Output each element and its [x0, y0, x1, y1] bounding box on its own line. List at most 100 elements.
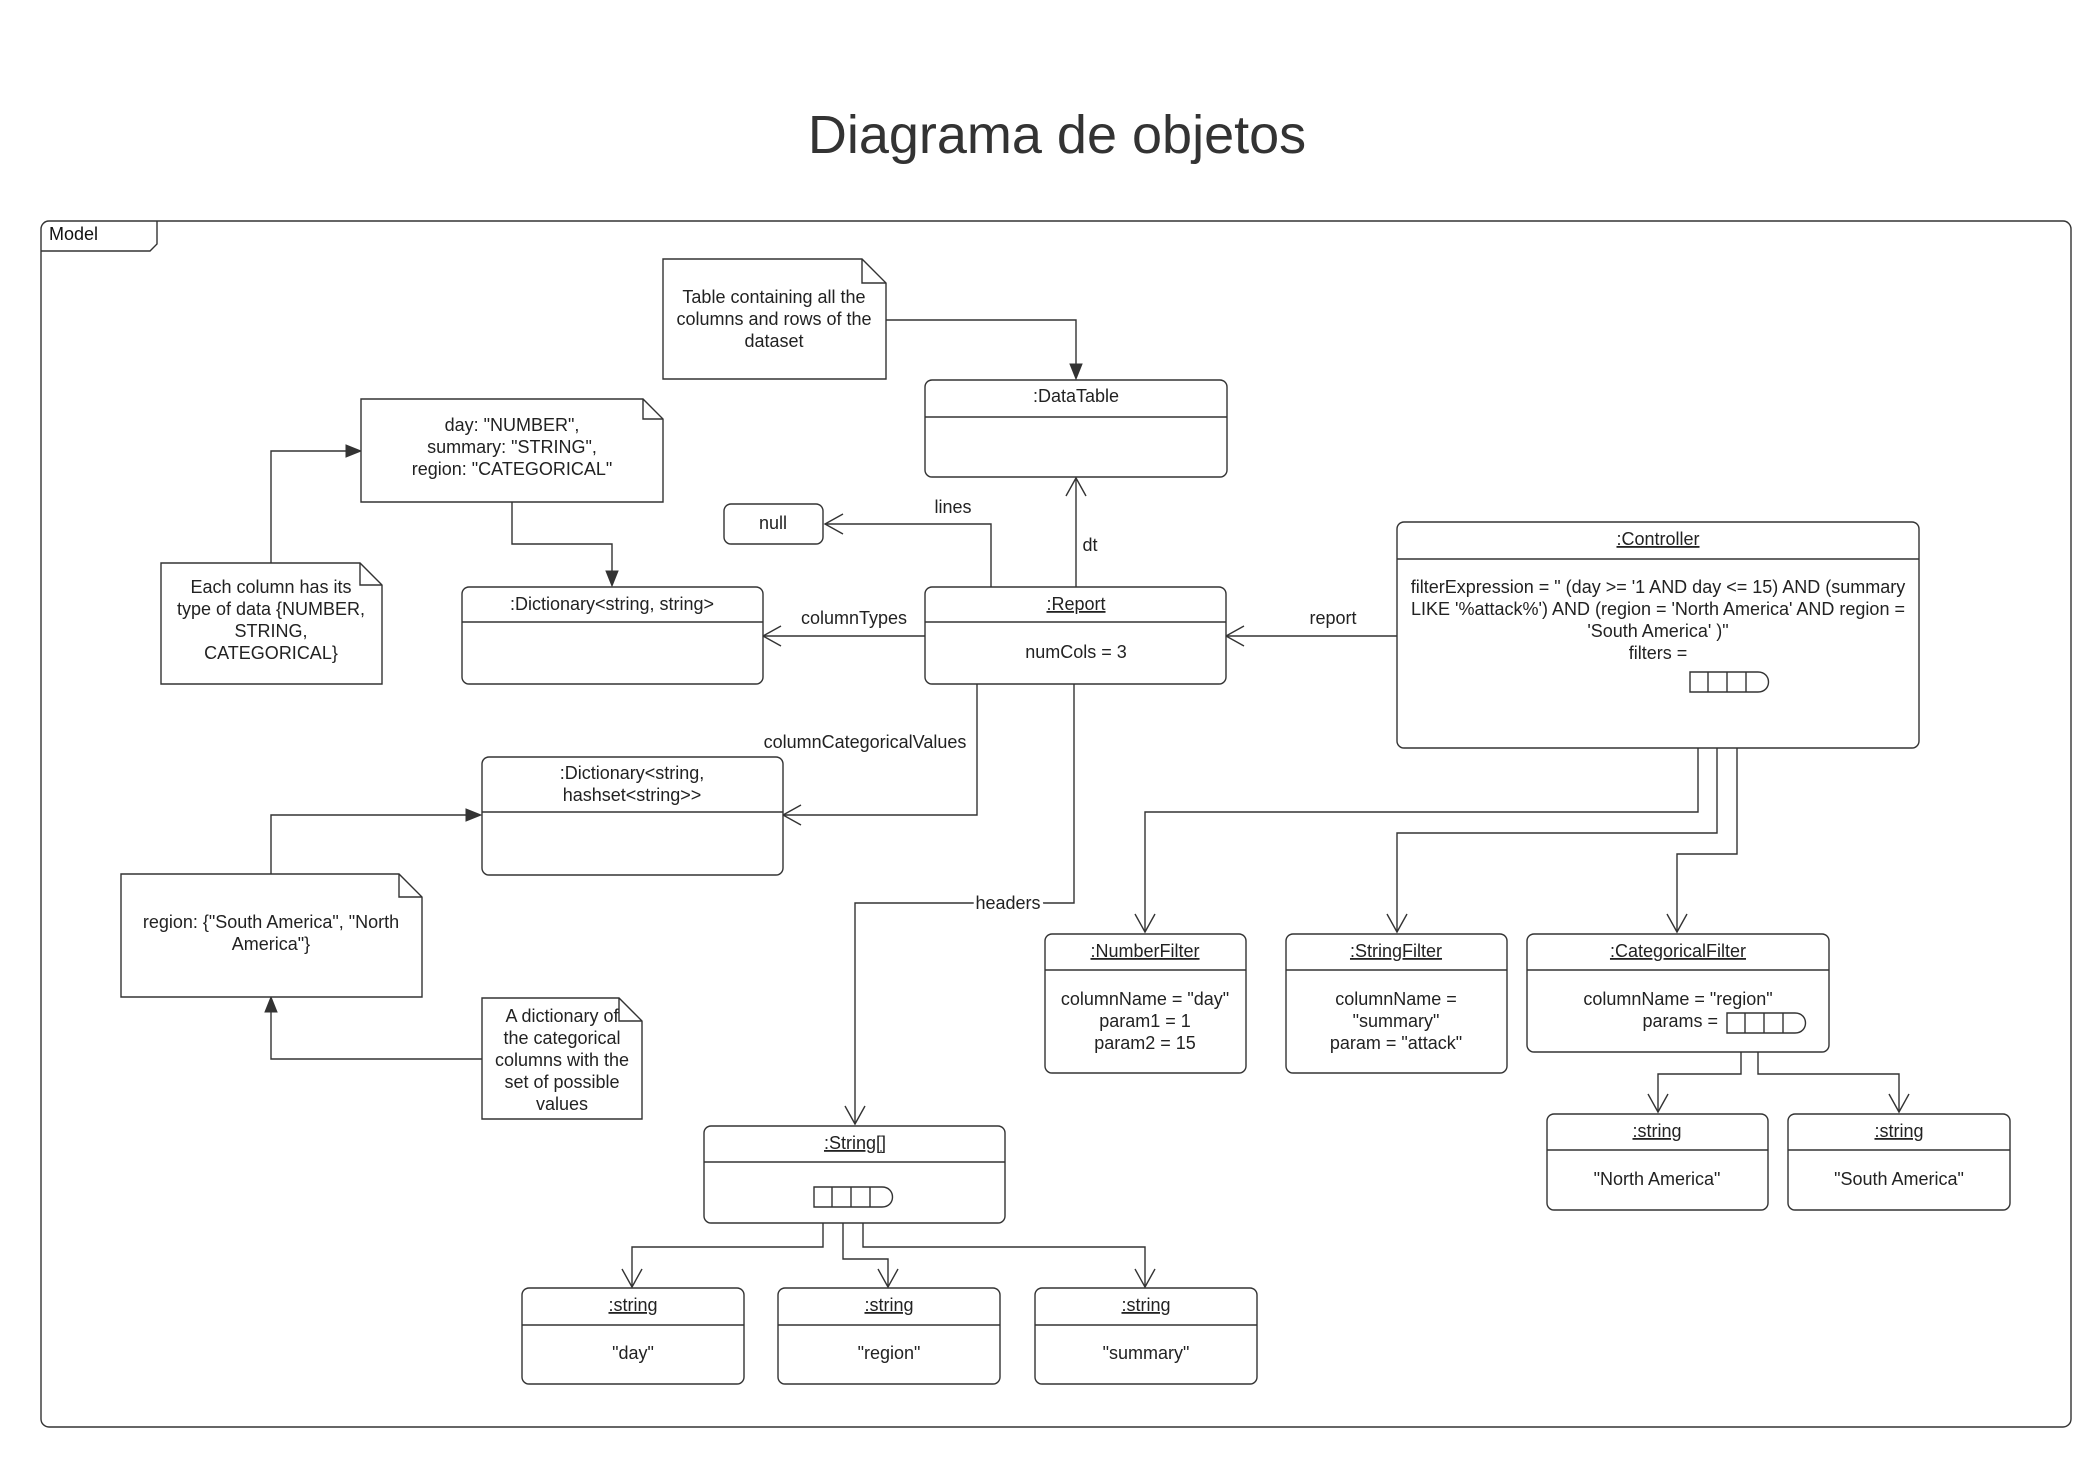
- note-region-line-1: region: {"South America", "North: [143, 912, 399, 932]
- note-dict-line-3: columns with the: [495, 1050, 629, 1070]
- object-number-filter: :NumberFilter columnName = "day" param1 …: [1044, 933, 1247, 1074]
- object-string-south-america-value: "South America": [1834, 1169, 1964, 1189]
- note-dict-line-5: values: [536, 1094, 588, 1114]
- edge-params-to-south-america-arrowhead: [1888, 1093, 1910, 1114]
- edge-types-note-to-dict: [511, 502, 613, 580]
- edge-note-to-datatable-arrowhead: [1069, 363, 1083, 381]
- note-types-line-2: summary: "STRING",: [427, 437, 597, 457]
- edge-label-headers: headers: [975, 893, 1040, 913]
- edge-params-to-north-america: [1657, 1032, 1742, 1112]
- object-report-title: :Report: [1046, 594, 1105, 614]
- edge-label-dt: dt: [1082, 535, 1097, 555]
- number-filter-param2: param2 = 15: [1094, 1033, 1196, 1053]
- object-string-array-title: :String[]: [824, 1133, 886, 1153]
- object-string-north-america-value: "North America": [1594, 1169, 1721, 1189]
- object-string-north-america-title: :string: [1632, 1121, 1681, 1141]
- edge-array-to-region-arrowhead: [877, 1268, 899, 1289]
- note-dict-line-4: set of possible: [504, 1072, 619, 1092]
- edge-lines: [825, 523, 992, 588]
- note-datatable-line-1: Table containing all the: [682, 287, 865, 307]
- edge-filters-to-stringfilter-arrowhead: [1386, 913, 1408, 934]
- note-column-type: Each column has its type of data {NUMBER…: [160, 562, 383, 685]
- object-string-day-value: "day": [612, 1343, 654, 1363]
- object-string-south-america-title: :string: [1874, 1121, 1923, 1141]
- edge-types-note-to-dict-arrowhead: [605, 570, 619, 588]
- note-column-type-line-3: STRING,: [234, 621, 307, 641]
- object-categorical-filter: :CategoricalFilter columnName = "region"…: [1526, 933, 1830, 1053]
- edge-headers-arrowhead: [844, 1105, 866, 1126]
- object-string-day: :string "day": [521, 1287, 745, 1385]
- object-number-filter-title: :NumberFilter: [1090, 941, 1199, 961]
- number-filter-column-name: columnName = "day": [1061, 989, 1229, 1009]
- object-string-region-title: :string: [864, 1295, 913, 1315]
- note-datatable-line-3: dataset: [744, 331, 803, 351]
- edge-headers: [854, 684, 1075, 1124]
- edge-array-to-day-arrowhead: [621, 1268, 643, 1289]
- categorical-filter-params-label: params =: [1642, 1011, 1718, 1031]
- note-column-type-line-4: CATEGORICAL}: [204, 643, 338, 663]
- note-region-line-2: America"}: [232, 934, 310, 954]
- edge-label-column-types: columnTypes: [801, 608, 907, 628]
- object-string-filter: :StringFilter columnName = "summary" par…: [1285, 933, 1508, 1074]
- edge-column-categorical-values: [783, 684, 978, 816]
- edge-note-to-datatable: [886, 319, 1077, 373]
- edge-label-report: report: [1309, 608, 1356, 628]
- edge-filters-to-stringfilter: [1396, 692, 1718, 932]
- controller-filter-expression-line-3: 'South America' )": [1587, 621, 1728, 641]
- object-controller: :Controller filterExpression = " (day >=…: [1396, 521, 1920, 749]
- edge-region-note-to-dict: [270, 814, 475, 874]
- edge-filters-to-categoricalfilter-arrowhead: [1666, 913, 1688, 934]
- edge-params-to-north-america-arrowhead: [1647, 1093, 1669, 1114]
- note-datatable: Table containing all the columns and row…: [662, 258, 887, 380]
- edge-label-column-categorical-values: columnCategoricalValues: [764, 732, 967, 752]
- edge-filters-to-categoricalfilter: [1676, 692, 1738, 932]
- object-dictionary-types: :Dictionary<string, string>: [461, 586, 764, 685]
- note-region-values: region: {"South America", "North America…: [120, 873, 423, 998]
- note-dict-line-2: the categorical: [503, 1028, 620, 1048]
- categorical-filter-column-name: columnName = "region": [1583, 989, 1772, 1009]
- edge-dt-arrowhead: [1065, 476, 1087, 497]
- object-string-summary-title: :string: [1121, 1295, 1170, 1315]
- note-column-types-values: day: "NUMBER", summary: "STRING", region…: [360, 398, 664, 503]
- object-string-north-america: :string "North America": [1546, 1113, 1769, 1211]
- note-types-line-3: region: "CATEGORICAL": [412, 459, 613, 479]
- edge-dict-note-to-region-note-arrowhead: [264, 995, 278, 1013]
- object-dictionary-categorical-title-2: hashset<string>>: [563, 785, 702, 805]
- model-frame-label: Model: [49, 224, 98, 244]
- model-frame-tab: [41, 221, 158, 252]
- object-report-numcols: numCols = 3: [1025, 642, 1127, 662]
- string-filter-column-name-line-2: "summary": [1353, 1011, 1440, 1031]
- edge-array-to-day: [631, 1207, 824, 1287]
- edge-filters-to-numberfilter-arrowhead: [1134, 913, 1156, 934]
- note-dictionary: A dictionary of the categorical columns …: [481, 997, 643, 1120]
- diagram-title: Diagrama de objetos: [808, 105, 1306, 165]
- string-filter-column-name-line-1: columnName =: [1335, 989, 1457, 1009]
- object-dictionary-categorical-title-1: :Dictionary<string,: [560, 763, 705, 783]
- object-string-day-title: :string: [608, 1295, 657, 1315]
- object-string-summary-value: "summary": [1103, 1343, 1190, 1363]
- edge-array-to-summary-arrowhead: [1134, 1268, 1156, 1289]
- model-frame-border: [40, 220, 2072, 1428]
- edge-array-to-region: [842, 1207, 889, 1287]
- controller-filters-array-icon: [1689, 671, 1770, 693]
- note-column-type-line-2: type of data {NUMBER,: [177, 599, 365, 619]
- edge-lines-arrowhead: [823, 513, 844, 535]
- object-report: :Report numCols = 3: [924, 586, 1227, 685]
- note-datatable-line-2: columns and rows of the: [676, 309, 871, 329]
- controller-filters-label: filters =: [1629, 643, 1688, 663]
- edge-dict-note-to-region-note: [270, 1003, 482, 1060]
- string-filter-param: param = "attack": [1330, 1033, 1462, 1053]
- edge-column-note-to-types-note: [270, 450, 355, 563]
- number-filter-param1: param1 = 1: [1099, 1011, 1191, 1031]
- object-datatable-title: :DataTable: [1033, 386, 1119, 406]
- string-array-icon: [813, 1186, 894, 1208]
- object-controller-title: :Controller: [1616, 529, 1699, 549]
- object-dictionary-categorical: :Dictionary<string, hashset<string>>: [481, 756, 784, 876]
- object-dictionary-types-title: :Dictionary<string, string>: [510, 594, 714, 614]
- edge-region-note-to-dict-arrowhead: [465, 808, 483, 822]
- object-string-region: :string "region": [777, 1287, 1001, 1385]
- object-datatable: :DataTable: [924, 379, 1228, 478]
- note-dict-line-1: A dictionary of: [505, 1006, 619, 1026]
- object-null: null: [723, 503, 824, 545]
